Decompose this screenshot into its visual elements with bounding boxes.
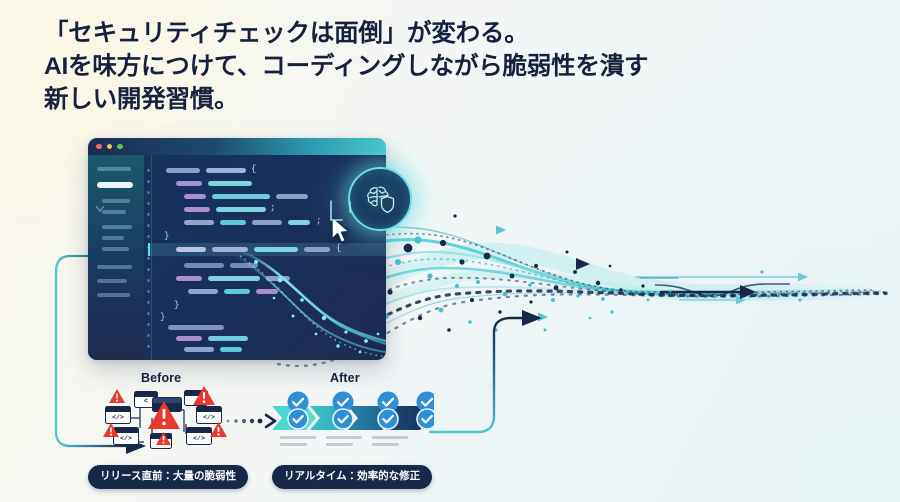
warning-triangle-icon xyxy=(103,423,119,437)
window-traffic-lights[interactable] xyxy=(96,143,123,149)
check-row-pipeline xyxy=(287,408,434,430)
code-window-card: </> xyxy=(196,406,222,424)
warning-triangle-icon xyxy=(109,389,125,403)
flow-arrow-cyan-top-head xyxy=(496,225,506,235)
chevron-down-icon[interactable] xyxy=(96,205,104,212)
connector-after-to-flow xyxy=(428,316,526,434)
step-text-lines xyxy=(372,436,408,450)
mouse-pointer-icon xyxy=(331,216,350,244)
yellow-dot[interactable] xyxy=(106,143,112,149)
warning-triangle-icon xyxy=(193,386,215,405)
warning-triangle-icon xyxy=(156,432,171,445)
ai-security-badge[interactable] xyxy=(348,167,412,231)
step-text-lines xyxy=(280,436,316,450)
step-text-lines xyxy=(326,436,362,450)
after-status-badge: リアルタイム：効率的な修正 xyxy=(272,465,433,489)
page-title: 「セキュリティチェックは面倒」が変わる。 AIを味方につけて、コーディングしなが… xyxy=(44,20,649,113)
before-status-badge: リリース直前：大量の脆弱性 xyxy=(88,465,248,489)
brain-shield-icon xyxy=(367,186,395,214)
converge-line-a xyxy=(654,283,790,297)
particle-field xyxy=(374,204,702,335)
editor-titlebar xyxy=(88,138,386,155)
flow-arrow-cyan-mid-head xyxy=(538,312,548,322)
warning-triangle-icon xyxy=(210,422,227,437)
code-editor-window[interactable]: { ; ; } { xyxy=(88,138,386,360)
editor-light-streams xyxy=(231,248,386,358)
connector-editor-to-before xyxy=(54,254,130,448)
dotted-arrow-icon xyxy=(226,413,277,429)
red-dot[interactable] xyxy=(96,143,102,149)
before-heading: Before xyxy=(141,371,182,385)
flow-arrow-right-upper-head xyxy=(798,272,808,282)
warning-triangle-icon-main xyxy=(148,401,180,429)
editor-sidebar[interactable] xyxy=(88,155,144,360)
connector-after-arrow-head xyxy=(522,310,542,326)
code-window-card: </> xyxy=(105,406,131,424)
converge-arrow-head xyxy=(740,285,756,299)
green-dot[interactable] xyxy=(117,143,123,149)
after-heading: After xyxy=(330,371,360,385)
flow-arrow-right-lower-head xyxy=(736,295,746,305)
check-row-upper xyxy=(287,391,434,413)
editor-body: { ; ; } { xyxy=(88,155,386,360)
focus-bracket-icon xyxy=(330,200,351,221)
flow-arrow-navy-mid-head xyxy=(576,258,590,270)
